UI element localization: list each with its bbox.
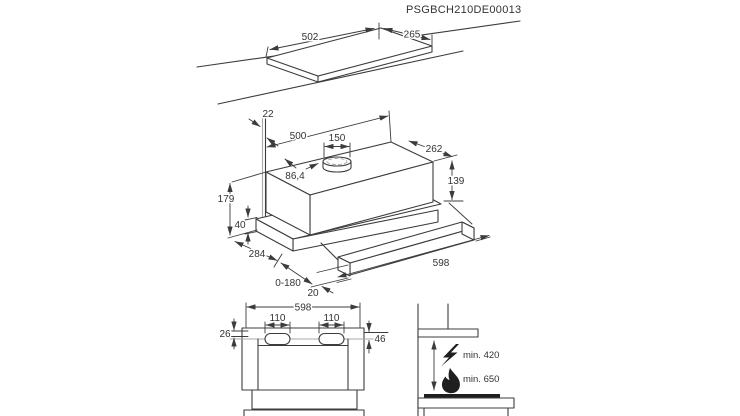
- leader-22-left: [248, 118, 261, 127]
- dim-label-frame-height: 40: [234, 220, 246, 231]
- dim-line-262: [408, 140, 453, 157]
- top-view-cutout: 502 265: [196, 20, 521, 105]
- dim-label-body-width: 500: [290, 131, 307, 142]
- dim-label-slot-right: 110: [324, 313, 340, 324]
- ext-40-top: [244, 217, 258, 221]
- clearance-electric-label: min. 420: [463, 350, 499, 361]
- hood-left-face: [265, 171, 311, 236]
- ext-179-top: [231, 171, 267, 183]
- leader-864-right: [305, 163, 319, 170]
- dim-label-top-inset: 26: [219, 329, 231, 340]
- dim-line-265: [383, 27, 431, 41]
- ext-chain-tick: [273, 253, 283, 268]
- leader-20: [321, 286, 334, 294]
- dim-label-front-total-width: 598: [295, 303, 312, 314]
- ext-proj-lower: [310, 277, 349, 288]
- cutout-slab: [266, 27, 433, 83]
- ext-139-proj: [448, 202, 473, 225]
- leader-864-left: [284, 158, 297, 169]
- dim-label-telescopic-extension: 0-180: [275, 278, 301, 289]
- grease-slot-right: [318, 332, 345, 346]
- cabinet-edge-line-lower: [217, 50, 464, 105]
- dim-label-front-width: 598: [433, 258, 450, 269]
- bottom-visor: [243, 409, 365, 416]
- dim-label-duct-offset: 86,4: [285, 171, 305, 182]
- frame-left-face: [255, 218, 294, 252]
- dim-line-598-strip: [337, 235, 490, 278]
- dim-label-body-height: 139: [448, 176, 465, 187]
- lightning-icon: [441, 344, 459, 367]
- dim-line-284: [234, 241, 278, 261]
- ext-179-bottom: [227, 229, 258, 239]
- hood-front-body: [241, 327, 365, 391]
- cooktop-surface: [424, 394, 500, 398]
- dim-label-total-height: 179: [218, 194, 235, 205]
- ext-500: [388, 110, 392, 143]
- dim-line-0-180: [280, 262, 313, 285]
- dim-label-cutout-width: 502: [302, 32, 319, 43]
- hood-underside: [417, 328, 479, 338]
- collar-inner-mark: [326, 158, 348, 165]
- flame-icon: [441, 368, 460, 394]
- dim-label-front-offset: 20: [307, 288, 319, 299]
- ext-598-left: [336, 278, 352, 283]
- product-code: PSGBCH210DE00013: [406, 4, 521, 16]
- base-cabinet: [423, 407, 509, 416]
- collar-bottom-arc: [322, 166, 352, 173]
- front-view: 598 110 110 26 46: [218, 301, 389, 416]
- counter-top: [417, 397, 515, 409]
- dim-label-slot-height: 46: [374, 334, 386, 345]
- dim-line-502: [269, 27, 375, 51]
- telescopic-front-panel: [251, 389, 358, 410]
- duct-collar: [322, 156, 352, 173]
- dim-label-rear-gap: 22: [262, 109, 274, 120]
- dim-label-duct-diameter: 150: [329, 133, 346, 144]
- ext-tick: [265, 46, 269, 58]
- clearance-gas-label: min. 650: [463, 374, 499, 385]
- dim-line-500: [266, 115, 389, 148]
- dim-label-frame-depth: 284: [249, 249, 266, 260]
- grease-slot-left: [264, 332, 291, 346]
- hood-3d-view: 22 500 150 262 86,4 139 179 40: [216, 108, 491, 301]
- dim-label-cutout-depth: 265: [404, 30, 421, 41]
- ext-262: [433, 154, 458, 162]
- dim-label-slot-left: 110: [270, 313, 286, 324]
- strip-corner-edge: [320, 242, 340, 262]
- clearance-view: min. 420 min. 650: [417, 303, 515, 416]
- dim-label-body-depth: 262: [426, 144, 443, 155]
